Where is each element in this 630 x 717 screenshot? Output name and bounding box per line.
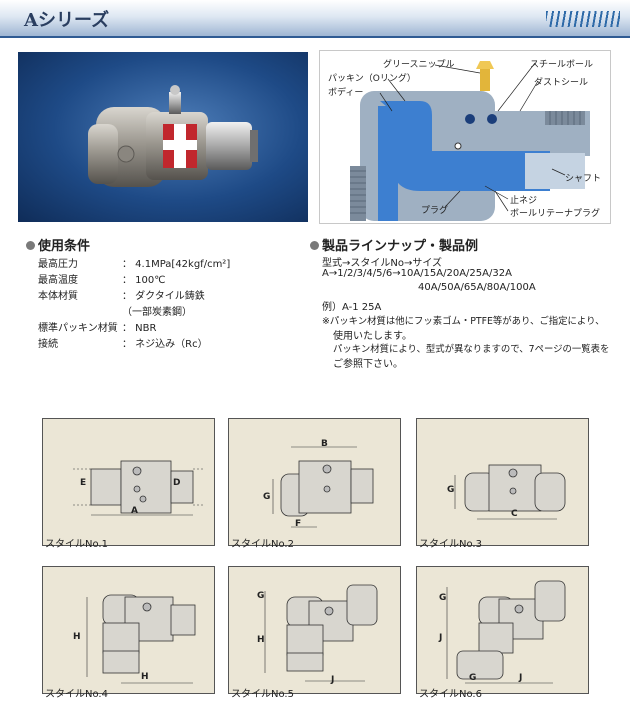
product-photo — [18, 52, 308, 222]
lineup-line: ※パッキン材質は他にフッ素ゴム・PTFE等があり、ご指定により、 — [322, 316, 605, 327]
dimension-j: J — [331, 675, 335, 685]
spec-key: 標準パッキン材質 — [38, 323, 118, 334]
style-1-figure — [73, 460, 203, 516]
lineup-title: 製品ラインナップ・製品例 — [322, 239, 479, 254]
dimension-d: D — [173, 478, 181, 488]
style-label: スタイルNo.5 — [231, 689, 294, 700]
conditions-title: 使用条件 — [38, 239, 91, 254]
page-title: Aシリーズ — [24, 10, 110, 31]
bullet-icon — [26, 241, 35, 250]
label-steel-ball: スチールボール — [530, 60, 594, 70]
style-label: スタイルNo.3 — [419, 539, 482, 550]
spec-key: 最高圧力 — [38, 259, 78, 270]
dimension-g: G — [469, 673, 477, 683]
page-header: Aシリーズ — [0, 0, 630, 38]
style-label: スタイルNo.1 — [45, 539, 108, 550]
style-5-figure — [264, 584, 378, 682]
style-6-drawing: G J G J スタイルNo.6 — [416, 566, 589, 700]
label-shaft: シャフト — [565, 174, 602, 184]
style-label: スタイルNo.4 — [45, 689, 108, 700]
lineup-line: A→1/2/3/4/5/6→10A/15A/20A/25A/32A — [322, 268, 512, 279]
label-dust-seal: ダストシール — [534, 78, 589, 88]
spec-value: ： 4.1MPa[42kgf/cm²] — [122, 259, 231, 270]
spec-value: （一部炭素鋼） — [122, 307, 192, 318]
dimension-g: G — [439, 593, 447, 603]
dimension-a: A — [131, 506, 138, 516]
dimension-g: G — [263, 492, 271, 502]
style-5-drawing: G H J スタイルNo.5 — [228, 566, 401, 700]
dimension-g: G — [447, 485, 455, 495]
spec-value: ： ネジ込み（Rc） — [122, 339, 208, 350]
dimension-j: J — [439, 633, 443, 643]
spec-key: 最高温度 — [38, 275, 78, 286]
cutaway-drawing — [350, 61, 590, 221]
spec-value: ： 100℃ — [122, 275, 166, 286]
lineup-line: パッキン材質により、型式が異なりますので、7ページの一覧表を — [333, 344, 610, 355]
spec-key: 本体材質 — [38, 291, 78, 302]
dimension-j: J — [519, 673, 523, 683]
spec-value: ： ダクタイル鋳鉄 — [122, 291, 205, 302]
style-2-figure — [272, 446, 374, 528]
dimension-b: B — [321, 439, 328, 449]
header-decoration — [546, 11, 620, 27]
style-6-figure — [446, 580, 566, 684]
bullet-icon — [310, 241, 319, 250]
lineup-line: 40A/50A/65A/80A/100A — [418, 282, 536, 293]
style-3-drawing: G C スタイルNo.3 — [416, 418, 589, 550]
dimension-h: H — [141, 672, 149, 682]
conditions-heading: 使用条件 — [26, 235, 90, 254]
label-ball-retainer-plug: ボールリテーナプラグ — [510, 209, 601, 219]
label-body: ボディー — [328, 88, 364, 98]
label-set-screw: 止ネジ — [510, 196, 538, 206]
spec-key: 接続 — [38, 339, 58, 350]
rotary-joint-photo — [88, 85, 258, 187]
dimension-e: E — [80, 478, 87, 488]
label-plug: プラグ — [421, 206, 449, 216]
style-4-drawing: H H スタイルNo.4 — [42, 566, 215, 700]
lineup-line: 型式→スタイルNo→サイズ — [322, 258, 443, 269]
style-label: スタイルNo.2 — [231, 539, 294, 550]
style-4-figure — [86, 594, 196, 684]
lineup-line: 使用いたします。 — [333, 331, 412, 342]
style-2-drawing: B G F スタイルNo.2 — [228, 418, 401, 550]
style-3-figure — [454, 464, 566, 520]
dimension-g: G — [257, 591, 265, 601]
cutaway-diagram: グリースニップル パッキン（Oリング） スチールボール ボディー ダストシール … — [319, 50, 611, 224]
dimension-h: H — [73, 632, 81, 642]
style-label: スタイルNo.6 — [419, 689, 482, 700]
spec-value: ： NBR — [122, 323, 157, 334]
style-1-drawing: E D A スタイルNo.1 — [42, 418, 215, 550]
dimension-c: C — [511, 509, 518, 519]
lineup-line: ご参照下さい。 — [333, 359, 403, 370]
lineup-heading: 製品ラインナップ・製品例 — [310, 235, 478, 254]
label-grease-nipple: グリースニップル — [383, 60, 455, 70]
dimension-f: F — [295, 519, 302, 529]
dimension-h: H — [257, 635, 265, 645]
label-packing: パッキン（Oリング） — [328, 74, 416, 84]
lineup-line: 例）A-1 25A — [322, 302, 382, 313]
